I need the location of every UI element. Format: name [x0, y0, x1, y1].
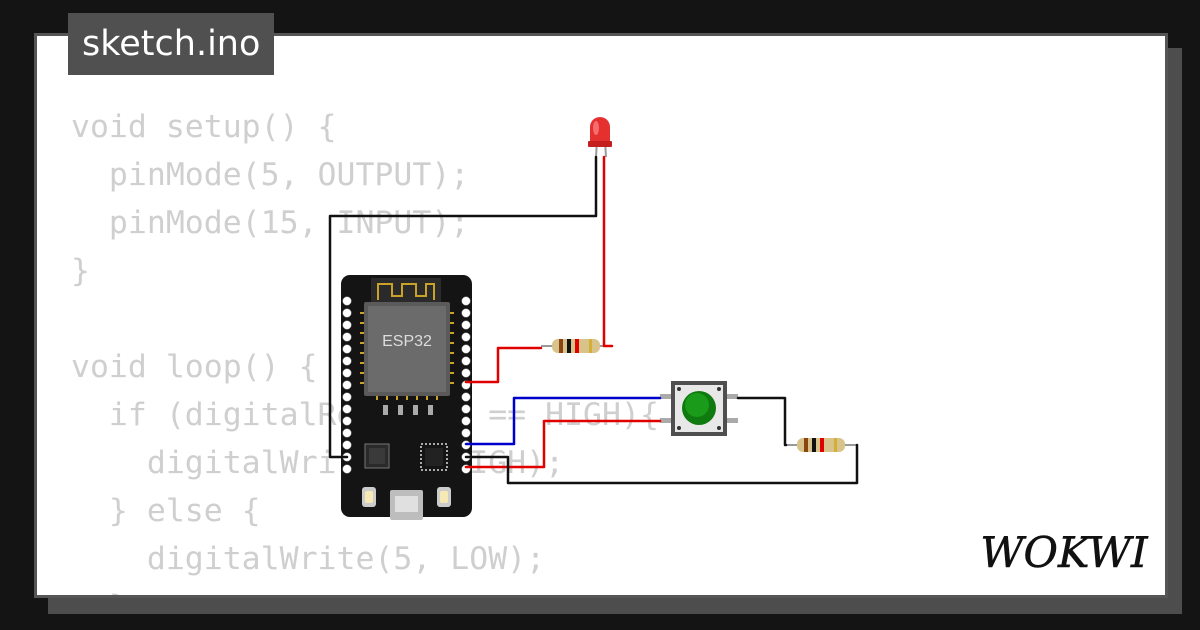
code-line: } — [71, 583, 659, 595]
wires — [328, 155, 859, 485]
wokwi-logo-icon: WOKWI — [980, 528, 1149, 577]
wire — [328, 155, 598, 459]
code-line: void setup() { — [71, 109, 337, 145]
file-tab[interactable]: sketch.ino — [68, 13, 275, 75]
wire — [464, 419, 662, 469]
wire — [602, 155, 614, 348]
code-line: if (digitalRead(15) == HIGH){ — [108, 397, 659, 433]
pushbutton-icon[interactable] — [660, 381, 738, 436]
wire — [464, 346, 543, 384]
wire — [464, 396, 662, 446]
code-line: } — [71, 253, 90, 289]
red-led-icon[interactable] — [588, 117, 612, 158]
chip-label: ESP32 — [382, 333, 432, 350]
code-line: digitalWrite(5, LOW); — [71, 541, 546, 577]
resistor-icon[interactable] — [541, 339, 612, 353]
esp32-board-icon[interactable]: ESP32 — [341, 275, 472, 520]
logo-text: WOKWI — [980, 528, 1149, 577]
code-line: void loop() { — [71, 349, 318, 385]
code-line: } else { — [71, 493, 261, 529]
code-line: pinMode(5, OUTPUT); — [71, 157, 470, 193]
resistor-icon[interactable] — [786, 438, 857, 452]
wire — [464, 443, 859, 485]
code-line: pinMode(15, INPUT); — [71, 205, 470, 241]
wire — [736, 396, 788, 447]
